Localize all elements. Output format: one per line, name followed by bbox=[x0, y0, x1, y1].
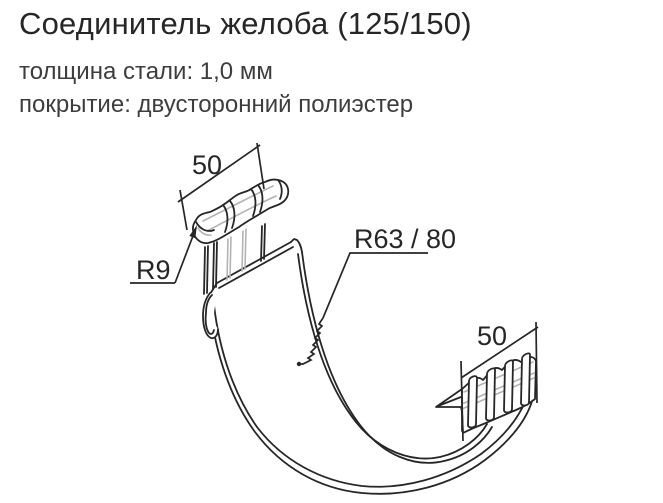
dimension-label-main-radius: R63 / 80 bbox=[354, 224, 456, 254]
dimension-main-radius: R63 / 80 bbox=[296, 224, 456, 367]
dimension-bead-radius: R9 bbox=[130, 225, 197, 285]
spec-steel-thickness: толщина стали: 1,0 мм bbox=[19, 58, 273, 85]
dimension-label-bead-radius: R9 bbox=[136, 255, 171, 285]
right-clamp bbox=[435, 352, 537, 434]
dimension-right-width: 50 bbox=[460, 321, 539, 442]
top-bead-clamp bbox=[192, 178, 290, 340]
connector-body bbox=[208, 238, 534, 495]
dimension-label-top-width: 50 bbox=[192, 150, 222, 180]
page-title: Соединитель желоба (125/150) bbox=[19, 6, 472, 41]
dimension-top-width: 50 bbox=[177, 142, 265, 231]
spec-coating: покрытие: двусторонний полиэстер bbox=[19, 91, 414, 118]
dimension-label-right-width: 50 bbox=[477, 321, 507, 351]
